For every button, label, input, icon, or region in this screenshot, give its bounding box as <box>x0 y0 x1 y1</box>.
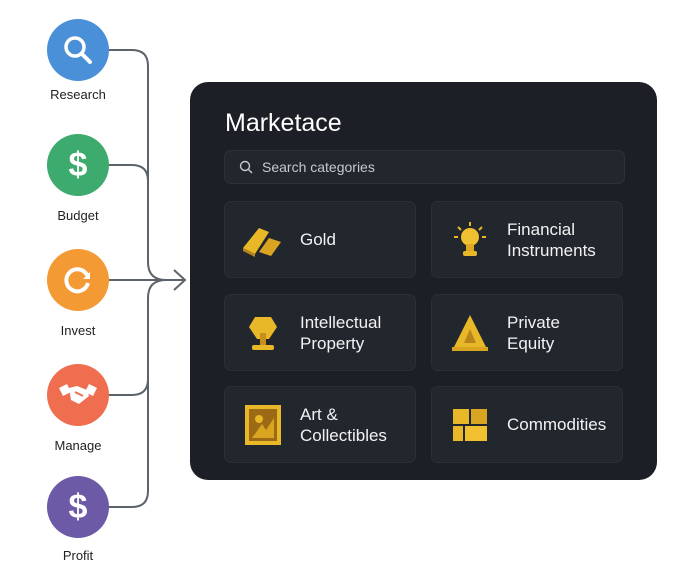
search-icon <box>239 160 253 174</box>
picture-frame-icon <box>233 404 293 446</box>
category-art-collectibles[interactable]: Art & Collectibles <box>224 386 416 463</box>
pyramid-icon <box>440 313 500 353</box>
step-label: Profit <box>62 548 94 563</box>
category-label: Commodities <box>507 415 607 434</box>
gem-trophy-icon <box>233 313 293 353</box>
blocks-icon <box>440 408 500 442</box>
dollar-icon: $ <box>47 134 109 196</box>
gold-bars-icon <box>233 222 293 258</box>
category-label: Private Equity <box>507 312 560 353</box>
step-manage: Manage <box>18 364 138 453</box>
category-financial-instruments[interactable]: Financial Instruments <box>431 201 623 278</box>
category-label: Financial Instruments <box>507 219 596 260</box>
category-intellectual-property[interactable]: Intellectual Property <box>224 294 416 371</box>
search-input[interactable]: Search categories <box>224 150 625 184</box>
step-label: Budget <box>57 208 99 223</box>
handshake-icon <box>47 364 109 426</box>
step-research: Research <box>18 19 138 102</box>
step-label: Invest <box>60 323 96 338</box>
category-label: Intellectual Property <box>300 312 382 353</box>
search-placeholder: Search categories <box>262 159 375 175</box>
step-label: Manage <box>54 438 102 453</box>
step-profit: $ Profit <box>18 476 138 563</box>
category-label: Gold <box>300 230 336 249</box>
category-commodities[interactable]: Commodities <box>431 386 623 463</box>
category-label: Art & Collectibles <box>300 404 387 445</box>
step-label: Research <box>50 87 106 102</box>
marketplace-panel: Marketace Search categories Gold Financi… <box>190 82 657 480</box>
step-invest: Invest <box>18 249 138 338</box>
step-budget: $ Budget <box>18 134 138 223</box>
lightbulb-icon <box>440 220 500 260</box>
panel-title: Marketace <box>225 109 342 137</box>
dollar-icon: $ <box>47 476 109 538</box>
category-private-equity[interactable]: Private Equity <box>431 294 623 371</box>
refresh-icon <box>47 249 109 311</box>
search-icon <box>47 19 109 81</box>
category-gold[interactable]: Gold <box>224 201 416 278</box>
